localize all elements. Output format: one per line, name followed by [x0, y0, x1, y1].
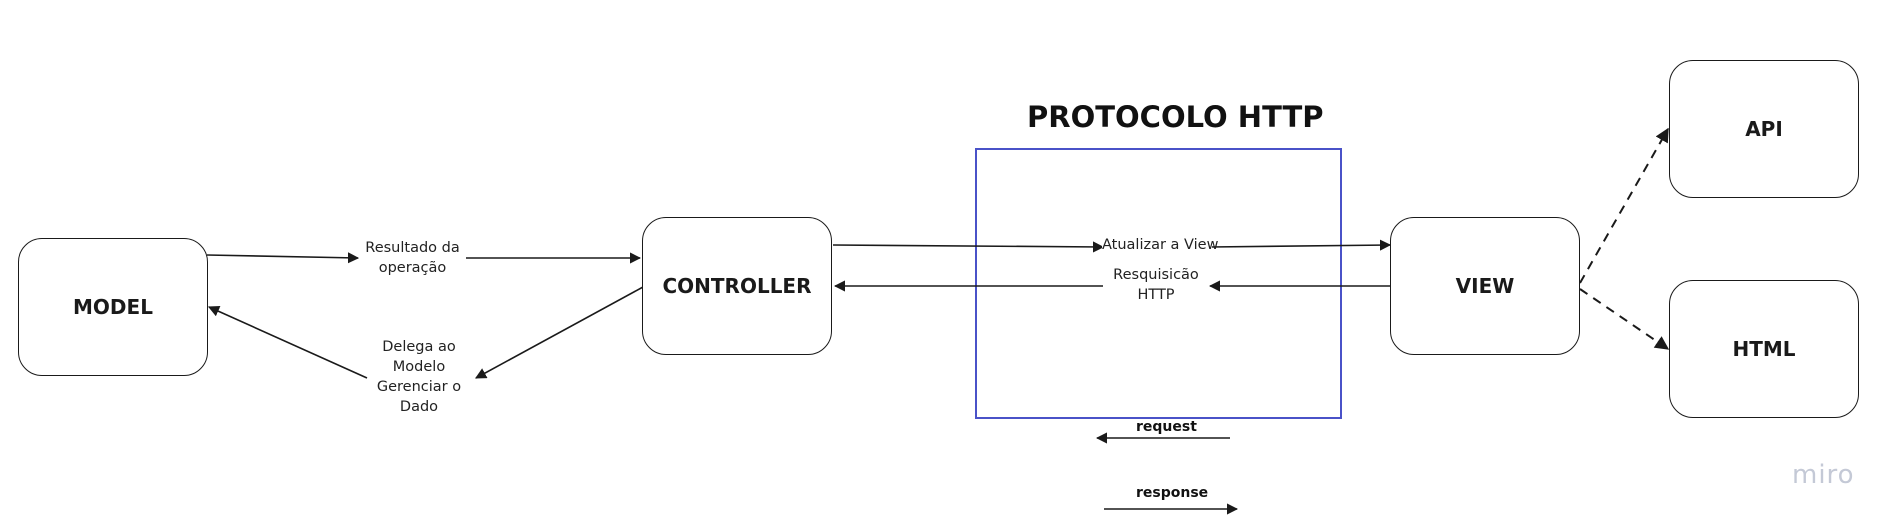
edge-label-delega-modelo: Delega ao Modelo Gerenciar o Dado: [369, 337, 469, 417]
legend-request-label: request: [1136, 419, 1197, 435]
edge-label-resultado-operacao: Resultado da operação: [360, 238, 465, 278]
node-html[interactable]: HTML: [1669, 280, 1859, 418]
node-view[interactable]: VIEW: [1390, 217, 1580, 355]
edge-update-label-to-view: [1209, 239, 1392, 251]
http-protocol-frame[interactable]: [975, 148, 1342, 419]
edge-label-to-model: [207, 306, 368, 379]
edge-view-to-api: [1579, 127, 1669, 284]
edge-label-atualizar-view: Atualizar a View: [1102, 235, 1219, 255]
edge-label-requisicao-http: Resquisicão HTTP: [1106, 265, 1206, 305]
diagram-title: PROTOCOLO HTTP: [1027, 100, 1324, 134]
miro-logo: miro: [1792, 460, 1855, 490]
edge-view-to-html: [1579, 288, 1670, 350]
node-api[interactable]: API: [1669, 60, 1859, 198]
node-controller[interactable]: CONTROLLER: [642, 217, 832, 355]
edge-model-to-label: [206, 252, 360, 264]
legend-response-label: response: [1136, 485, 1209, 501]
node-model[interactable]: MODEL: [18, 238, 208, 376]
edge-controller-to-update-label: [832, 241, 1105, 253]
edge-controller-to-label: [475, 286, 644, 379]
